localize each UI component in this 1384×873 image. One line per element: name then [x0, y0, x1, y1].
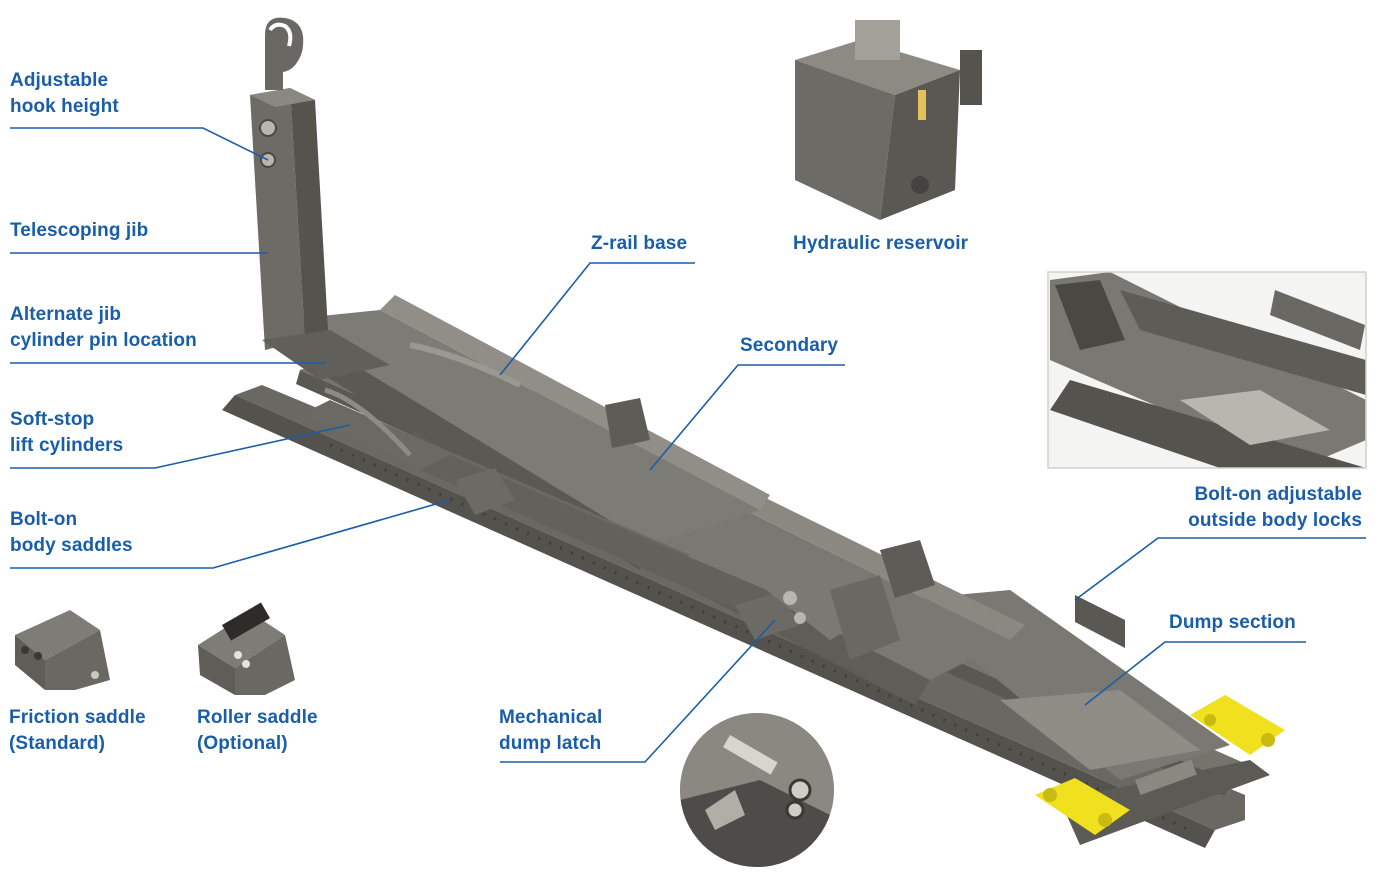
label-alternate-jib-cylinder: Alternate jib cylinder pin location: [10, 304, 197, 351]
body-lock-detail-inset: [1047, 271, 1367, 469]
label-mechanical-dump-latch: Mechanical dump latch: [499, 707, 603, 754]
leader-body-locks: [1074, 537, 1366, 601]
leader-soft-stop: [10, 424, 351, 469]
yellow-body-locks: [1035, 695, 1285, 835]
label-hydraulic-reservoir: Hydraulic reservoir: [793, 233, 969, 254]
label-bolt-on-body-locks: Bolt-on adjustable outside body locks: [1188, 484, 1362, 531]
label-z-rail-base: Z-rail base: [591, 233, 688, 254]
label-roller-saddle: Roller saddle (Optional): [197, 707, 318, 754]
telescoping-jib: [250, 17, 390, 380]
label-soft-stop-lift-cylinders: Soft-stop lift cylinders: [10, 409, 124, 456]
rail-saddles: [455, 398, 1125, 648]
label-secondary: Secondary: [740, 335, 839, 356]
label-friction-saddle: Friction saddle (Standard): [9, 707, 146, 754]
dump-latch-detail-inset: [680, 713, 834, 867]
hydraulic-reservoir: [795, 20, 982, 220]
label-adjustable-hook-height: Adjustable hook height: [10, 70, 119, 117]
label-bolt-on-body-saddles: Bolt-on body saddles: [10, 509, 133, 556]
leader-dump-latch: [500, 619, 776, 763]
leader-z-rail: [499, 262, 695, 376]
leader-secondary: [649, 364, 845, 471]
leader-lines: [10, 127, 1366, 763]
roller-saddle: [198, 602, 295, 695]
label-dump-section: Dump section: [1169, 612, 1296, 633]
dump-latch-block: [760, 565, 900, 660]
leader-dump-section: [1084, 641, 1306, 706]
leader-saddles: [10, 499, 451, 569]
leader-hook-height: [10, 127, 269, 161]
friction-saddle: [15, 610, 110, 690]
label-telescoping-jib: Telescoping jib: [10, 220, 149, 241]
